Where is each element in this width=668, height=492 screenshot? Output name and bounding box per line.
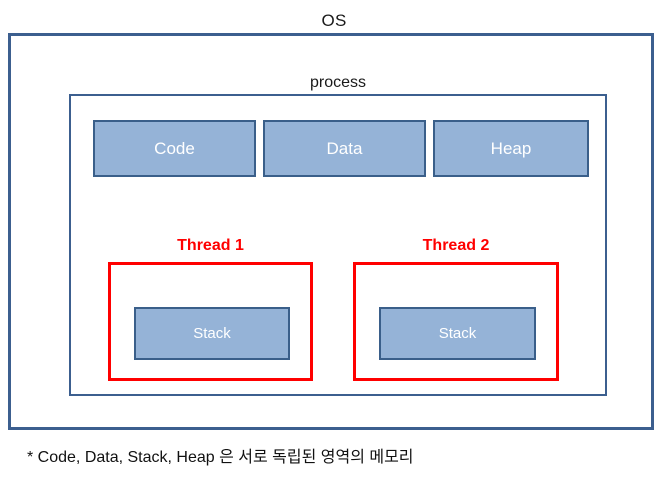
memory-segment-heap: Heap xyxy=(433,120,589,177)
thread-1-stack-block: Stack xyxy=(134,307,290,360)
thread-2-label: Thread 2 xyxy=(422,237,490,254)
memory-segment-data: Data xyxy=(263,120,426,177)
memory-segment-code: Code xyxy=(93,120,256,177)
thread-1-label: Thread 1 xyxy=(177,237,244,254)
footnote-text: * Code, Data, Stack, Heap 은 서로 독립된 영역의 메… xyxy=(27,449,414,466)
process-title-label: process xyxy=(309,74,367,91)
thread-2-stack-block: Stack xyxy=(379,307,536,360)
os-title-label: OS xyxy=(321,11,347,30)
